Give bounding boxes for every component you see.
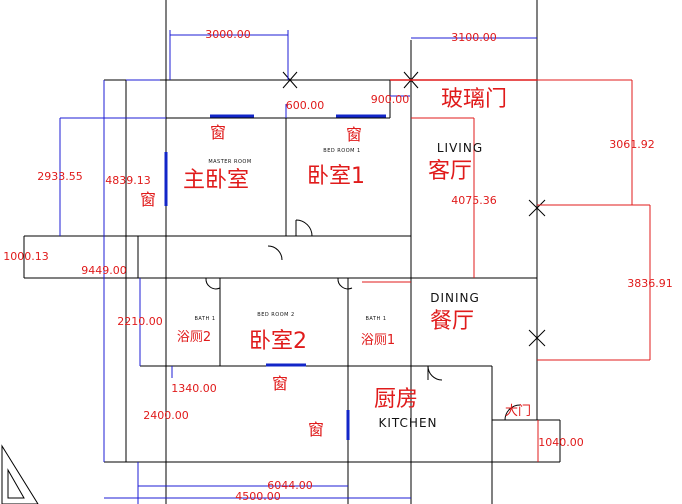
dim-bath-height: 2210.00 (117, 315, 163, 328)
dim-left-inner: 2933.55 (37, 170, 83, 183)
label-window-kitchen: 窗 (308, 420, 324, 439)
label-window-master-top: 窗 (210, 123, 226, 142)
label-window-bedroom1: 窗 (346, 125, 362, 144)
door-swings (205, 219, 521, 421)
label-bedroom2-en: BED ROOM 2 (257, 312, 294, 318)
dim-left-corridor: 1000.13 (3, 250, 49, 263)
dimension-lines (59, 30, 537, 504)
column-markers (282, 71, 546, 347)
set-square-icon (1, 444, 39, 504)
dim-bath-width: 1340.00 (171, 382, 217, 395)
label-kitchen-cn: 厨房 (374, 387, 418, 412)
dim-right-upper: 3061.92 (609, 138, 655, 151)
dimension-lines-red (362, 79, 651, 462)
dim-entry: 1040.00 (538, 436, 584, 449)
label-window-master-side: 窗 (140, 190, 156, 209)
dim-bottom-sub: 4500.00 (235, 490, 281, 503)
label-bedroom1-cn: 卧室1 (307, 164, 365, 189)
dim-left-outer: 4839.13 (105, 174, 151, 187)
dim-top-left: 3000.00 (205, 28, 251, 41)
label-living-cn: 客厅 (428, 159, 472, 184)
label-bedroom1-en: BED ROOM 1 (323, 148, 360, 154)
label-kitchen-en: KITCHEN (379, 416, 438, 430)
label-living-en: LIVING (437, 141, 483, 155)
label-bath1-en: BATH 1 (365, 316, 386, 322)
dim-bottom-total: 6044.00 (267, 479, 313, 492)
label-main-door: 大门 (505, 404, 531, 419)
dim-900: 900.00 (371, 93, 410, 106)
label-bath1-cn: 浴厕1 (361, 333, 395, 348)
windows (164, 114, 386, 440)
label-bedroom2-cn: 卧室2 (249, 329, 307, 354)
dim-600: 600.00 (286, 99, 325, 112)
label-window-bedroom2: 窗 (272, 374, 288, 393)
label-dining-en: DINING (430, 291, 480, 305)
dim-lower-height: 2400.00 (143, 409, 189, 422)
dim-right-lower: 3836.91 (627, 277, 673, 290)
label-bath2-cn: 浴厕2 (177, 330, 211, 345)
label-master-en: MASTER ROOM (208, 159, 251, 165)
dim-overall-left: 9449.00 (81, 264, 127, 277)
dim-top-right: 3100.00 (451, 31, 497, 44)
label-master-cn: 主卧室 (183, 168, 249, 193)
label-glass-door: 玻璃门 (441, 87, 507, 112)
label-bath2-en: BATH 1 (194, 316, 215, 322)
label-dining-cn: 餐厅 (430, 309, 474, 334)
dim-living-depth: 4075.36 (451, 194, 497, 207)
